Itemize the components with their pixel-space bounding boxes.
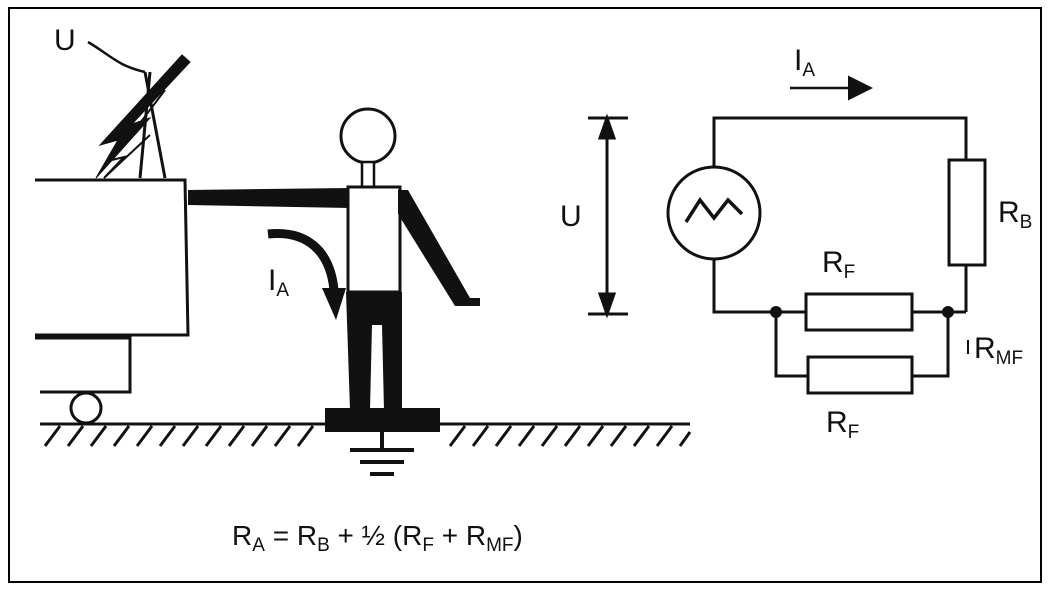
earth-ground-icon xyxy=(350,432,414,476)
label-rf-bottom: RF xyxy=(826,406,859,443)
label-rb: RB xyxy=(998,196,1032,233)
resistor-rb xyxy=(947,158,987,267)
resistance-formula: RA = RB + ½ (RF + RMF) xyxy=(232,520,523,556)
voltage-pointer xyxy=(87,40,146,74)
machine-wheel xyxy=(69,391,103,425)
label-voltage-top: U xyxy=(54,24,76,57)
voltage-dimension xyxy=(588,113,628,319)
label-rf-top: RF xyxy=(822,246,855,283)
ac-wave xyxy=(684,196,744,223)
label-rmf: RMF xyxy=(974,332,1023,369)
junction-right xyxy=(942,306,954,318)
ground-surface xyxy=(40,422,692,447)
person-figure xyxy=(188,107,480,432)
label-current-person: IA xyxy=(268,264,289,301)
label-current-circuit: IA xyxy=(794,44,815,81)
resistor-rf-bottom xyxy=(806,355,914,395)
label-voltage-side: U xyxy=(560,200,582,233)
junction-left xyxy=(770,306,782,318)
ac-source-icon xyxy=(666,165,762,261)
resistor-rf-top xyxy=(804,292,914,332)
fault-lightning-icon xyxy=(95,54,191,179)
current-flow-arrow xyxy=(267,229,339,291)
machine-enclosure xyxy=(35,178,190,394)
current-flow-arrowhead xyxy=(322,288,346,320)
